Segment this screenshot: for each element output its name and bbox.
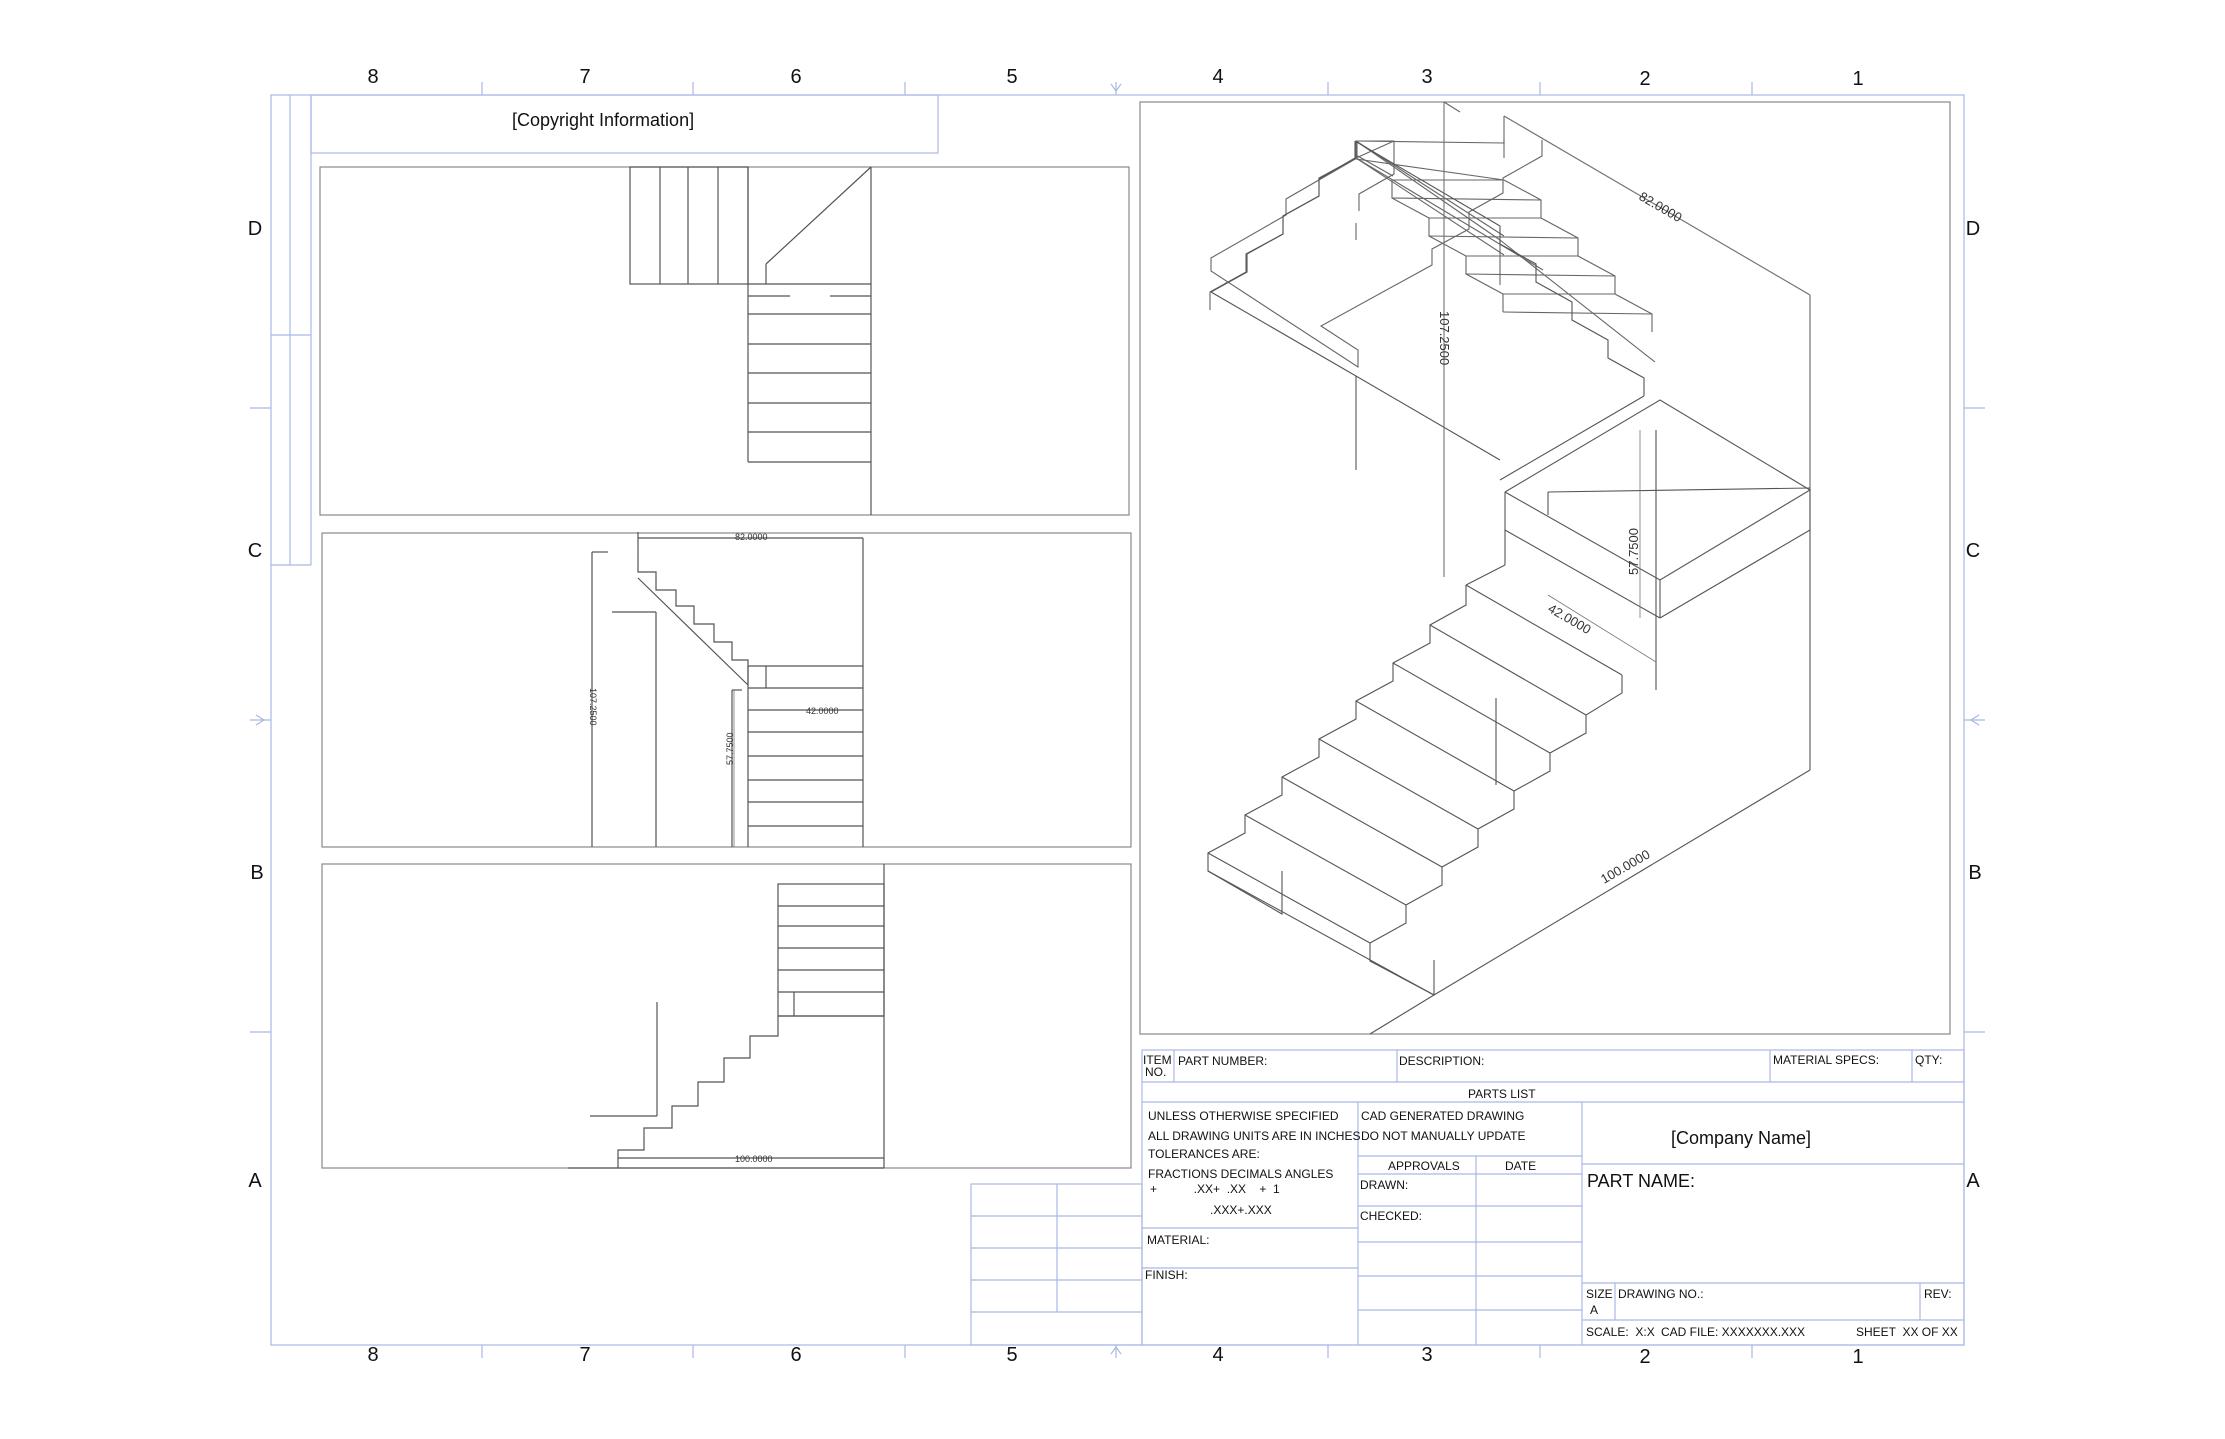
isometric-framework — [1207, 140, 1812, 1035]
zone-row-label: B — [250, 862, 264, 884]
isometric-dimension-lines — [1443, 102, 1811, 663]
tb-date: DATE — [1505, 1159, 1537, 1173]
tb-rev: REV: — [1924, 1287, 1952, 1301]
zone-col-label: 6 — [790, 1344, 802, 1366]
tb-approvals: APPROVALS — [1388, 1159, 1460, 1173]
zone-col-label: 3 — [1421, 66, 1433, 88]
view-frames — [319, 101, 1951, 1169]
tb-unless: UNLESS OTHERWISE SPECIFIED — [1148, 1109, 1339, 1123]
zone-col-label: 2 — [1639, 1346, 1651, 1368]
tb-company-name: [Company Name] — [1671, 1128, 1812, 1148]
parts-item-no-label: ITEM — [1143, 1053, 1172, 1067]
title-block-grid — [1141, 1049, 1965, 1346]
zone-col-label: 6 — [790, 66, 802, 88]
elevation-view — [591, 532, 864, 847]
zone-col-label: 1 — [1852, 68, 1864, 90]
iso-dimension-labels: 82.0000 107.2500 57.7500 42.0000 100.000… — [1437, 189, 1685, 887]
tb-checked: CHECKED: — [1360, 1209, 1423, 1223]
zone-col-label: 8 — [367, 1344, 379, 1366]
tb-material: MATERIAL: — [1147, 1233, 1210, 1247]
tb-tolerances: TOLERANCES ARE: — [1148, 1147, 1260, 1161]
isometric-view — [1210, 140, 1656, 369]
zone-col-label: 7 — [579, 66, 591, 88]
dim-iso-stair-width: 42.0000 — [1546, 601, 1594, 637]
zone-col-label: 1 — [1852, 1346, 1864, 1368]
revision-table — [970, 1183, 1143, 1346]
tb-tol-row2: .XXX+.XXX — [1210, 1203, 1272, 1217]
copyright-text: [Copyright Information] — [512, 110, 695, 130]
tb-do-not-update: DO NOT MANUALLY UPDATE — [1361, 1129, 1526, 1143]
dim-iso-width: 82.0000 — [1637, 189, 1685, 225]
zone-row-label: B — [1968, 862, 1982, 884]
tb-drawn: DRAWN: — [1360, 1178, 1409, 1192]
zone-col-label: 8 — [367, 66, 379, 88]
zone-row-label: A — [1966, 1170, 1980, 1192]
tb-scale: SCALE: X:X — [1586, 1325, 1655, 1339]
tb-tol-row1: + .XX+ .XX + 1 — [1150, 1182, 1280, 1196]
dim-elevation-landing-height: 57.7500 — [725, 732, 735, 765]
tb-tol-header: FRACTIONS DECIMALS ANGLES — [1148, 1167, 1334, 1181]
parts-item-no-label: NO. — [1145, 1065, 1167, 1079]
zone-col-label: 2 — [1639, 68, 1651, 90]
zone-col-label: 3 — [1421, 1344, 1433, 1366]
zone-row-label: C — [247, 540, 263, 562]
parts-list-title: PARTS LIST — [1468, 1087, 1536, 1101]
dimension-labels: 82.0000 42.0000 100.0000 107.2500 57.750… — [588, 532, 839, 1164]
zone-row-label: D — [1965, 218, 1981, 240]
zone-col-label: 5 — [1006, 66, 1018, 88]
parts-qty-label: QTY: — [1915, 1053, 1943, 1067]
plan-view — [629, 166, 872, 515]
parts-material-specs-label: MATERIAL SPECS: — [1773, 1053, 1880, 1067]
zone-col-label: 5 — [1006, 1344, 1018, 1366]
tb-cad-generated: CAD GENERATED DRAWING — [1361, 1109, 1525, 1123]
dim-elevation-height: 107.2500 — [588, 688, 598, 726]
tb-drawing-no: DRAWING NO.: — [1618, 1287, 1704, 1301]
dim-iso-height: 107.2500 — [1437, 311, 1452, 365]
isometric-stair — [1209, 101, 1811, 577]
sheet-border — [250, 82, 1985, 1358]
tb-size-value: A — [1590, 1303, 1599, 1317]
parts-part-number-label: PART NUMBER: — [1178, 1054, 1268, 1068]
tb-units: ALL DRAWING UNITS ARE IN INCHES — [1148, 1129, 1361, 1143]
tb-size-label: SIZE — [1586, 1287, 1613, 1301]
dim-elevation-stair-width: 42.0000 — [806, 706, 839, 716]
tb-sheet: SHEET XX OF XX — [1856, 1325, 1958, 1339]
zone-row-label: C — [1965, 540, 1981, 562]
tb-cad-file: CAD FILE: XXXXXXX.XXX — [1661, 1325, 1806, 1339]
tb-part-name: PART NAME: — [1587, 1171, 1696, 1191]
parts-description-label: DESCRIPTION: — [1399, 1054, 1485, 1068]
tb-finish: FINISH: — [1145, 1268, 1188, 1282]
zone-col-label: 7 — [579, 1344, 591, 1366]
zone-col-label: 4 — [1212, 66, 1224, 88]
zone-row-label: D — [247, 218, 263, 240]
dim-elevation-width: 82.0000 — [735, 532, 768, 542]
dim-iso-landing-height: 57.7500 — [1626, 528, 1641, 575]
zone-row-label: A — [248, 1170, 262, 1192]
side-view — [568, 864, 885, 1169]
dim-side-length: 100.0000 — [735, 1154, 773, 1164]
zone-col-label: 4 — [1212, 1344, 1224, 1366]
